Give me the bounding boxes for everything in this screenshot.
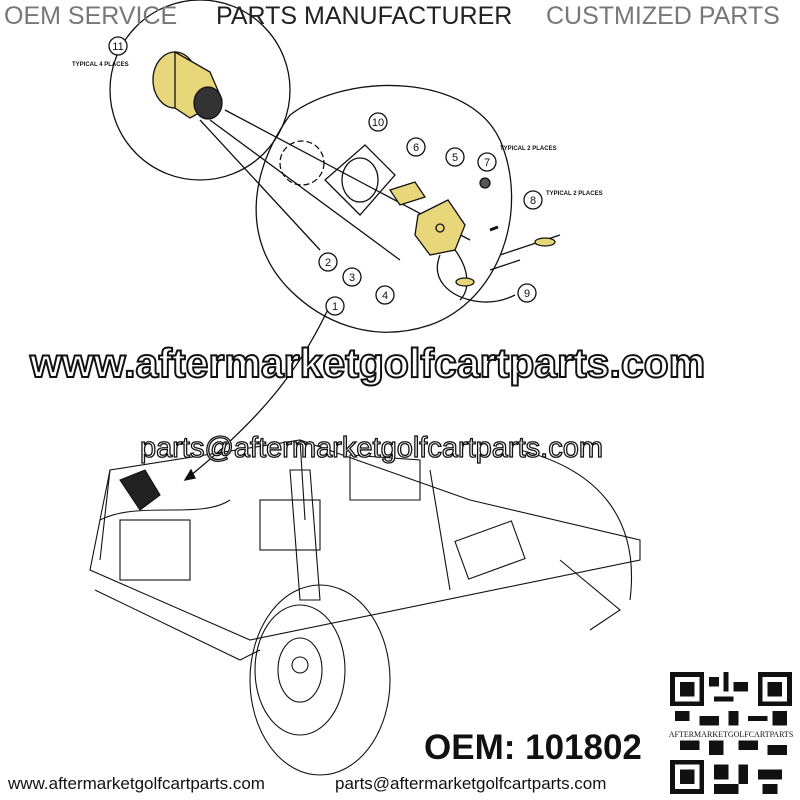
header-parts-manufacturer: PARTS MANUFACTURER <box>216 2 513 30</box>
qr-label: AFTERMARKETGOLFCARTPARTS <box>668 730 794 739</box>
note-typical-2b: TYPICAL 2 PLACES <box>546 191 603 197</box>
part-6 <box>388 181 427 206</box>
qr-code <box>670 672 792 794</box>
leader-line <box>184 304 331 481</box>
golf-cart-drawing <box>89 439 641 776</box>
callout-10: 10 <box>372 117 384 129</box>
callout-8: 8 <box>530 195 536 207</box>
part-5-solenoid <box>414 199 516 303</box>
part-8-screw <box>489 225 499 232</box>
note-typical-2a: TYPICAL 2 PLACES <box>500 146 557 152</box>
part-10-gasket <box>279 140 396 216</box>
detail-circle-small <box>109 0 291 181</box>
header-customized-parts: CUSTMIZED PARTS <box>546 2 780 30</box>
watermark-email: parts@aftermarketgolfcartparts.com <box>139 431 603 464</box>
note-typical-4: TYPICAL 4 PLACES <box>72 62 129 68</box>
callout-5: 5 <box>452 152 458 164</box>
part-11-hub <box>152 50 471 261</box>
callout-11: 11 <box>112 41 123 53</box>
header-oem-service: OEM SERVICE <box>4 2 178 30</box>
callout-7: 7 <box>484 157 490 169</box>
callout-1: 1 <box>332 301 338 313</box>
leader-arrow-icon <box>183 468 196 481</box>
battery <box>119 519 191 581</box>
callout-6: 6 <box>413 142 419 154</box>
part-7-nut <box>479 177 491 189</box>
callout-9: 9 <box>524 288 530 300</box>
wheel <box>249 584 391 776</box>
footer-site: www.aftermarketgolfcartparts.com <box>8 774 265 793</box>
callout-2: 2 <box>325 257 331 269</box>
oem-number: OEM: 101802 <box>420 728 646 768</box>
watermark-site: www.aftermarketgolfcartparts.com <box>29 339 706 387</box>
detail-circle-large <box>255 84 513 333</box>
callout-3: 3 <box>349 272 355 284</box>
footer-email: parts@aftermarketgolfcartparts.com <box>335 774 607 793</box>
callout-4: 4 <box>382 290 388 302</box>
